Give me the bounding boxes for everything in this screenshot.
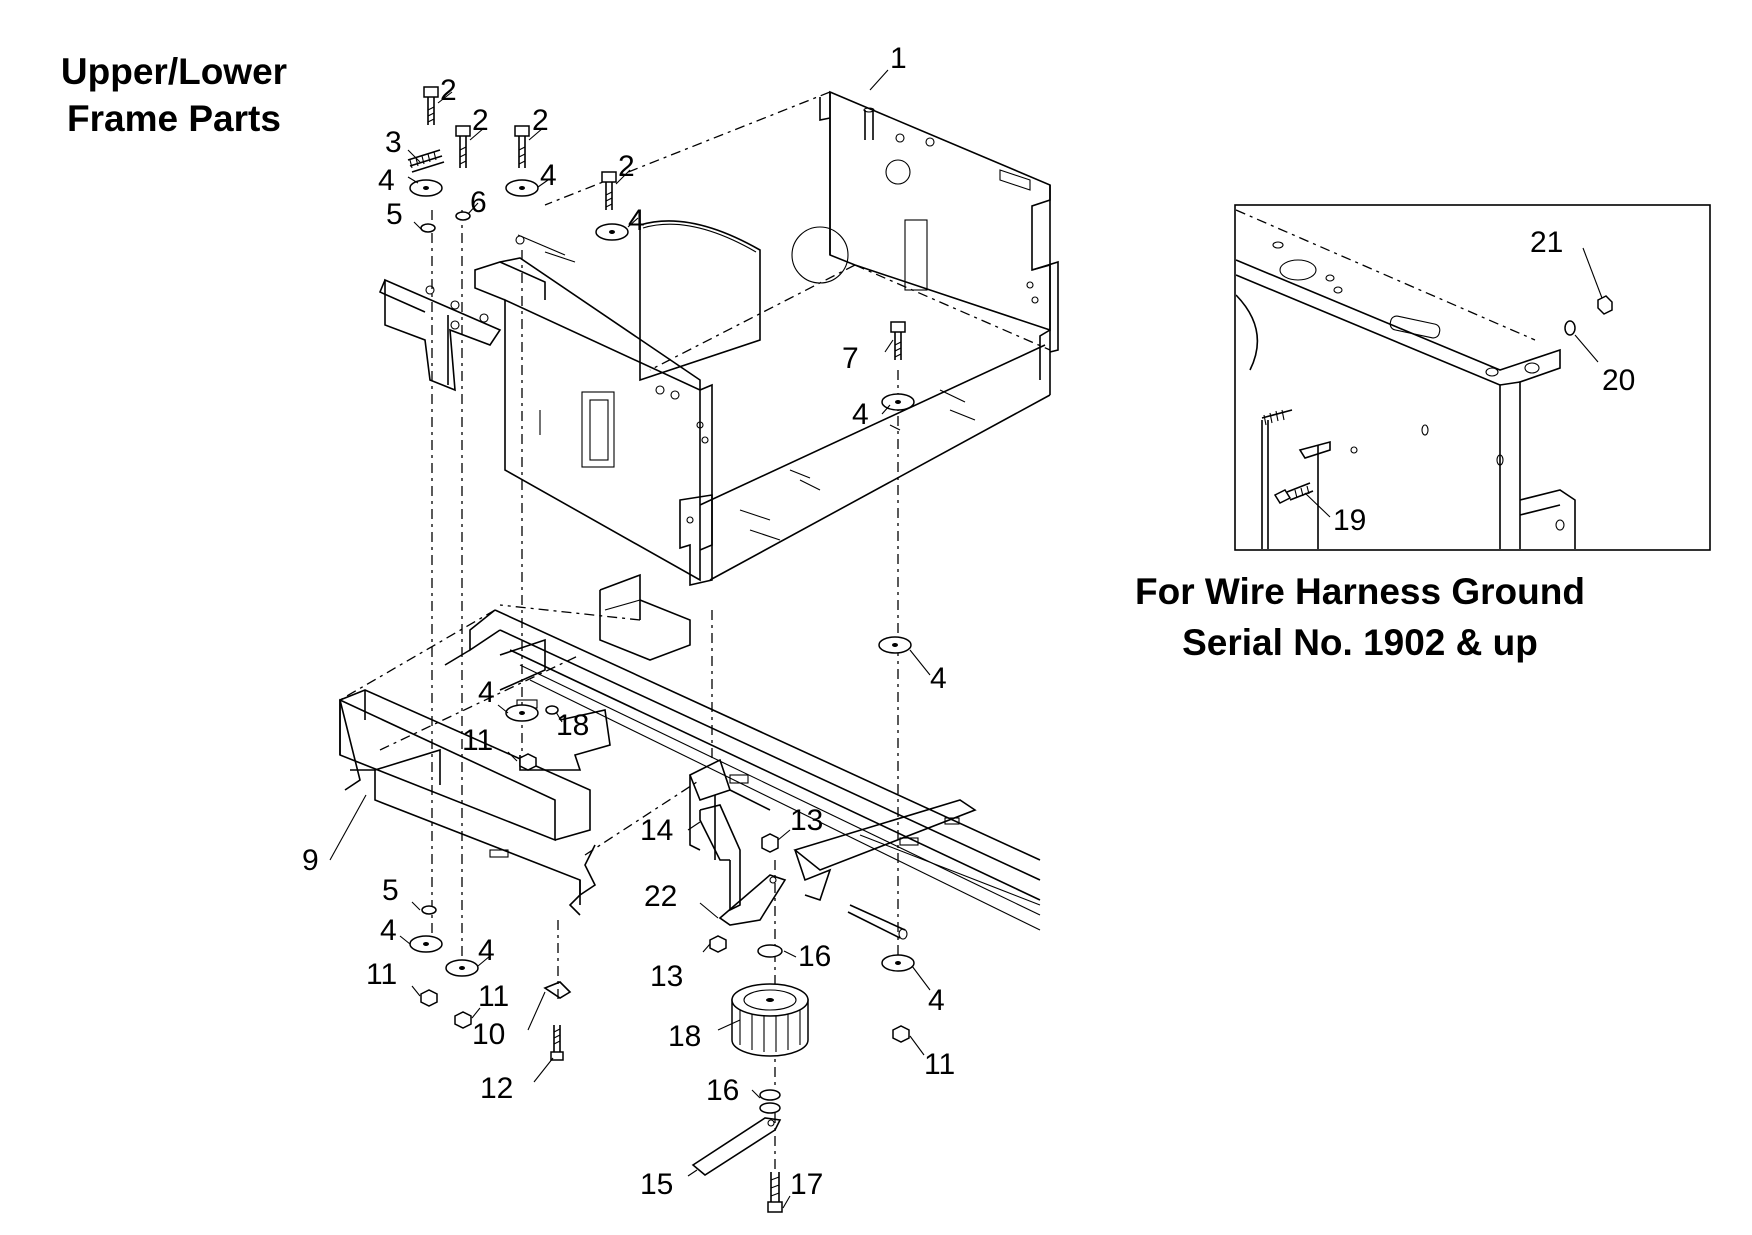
callout-label: 4 — [380, 914, 397, 947]
callout-label: 4 — [628, 204, 645, 237]
callout-label: 22 — [644, 880, 677, 913]
callout-label: 4 — [852, 398, 869, 431]
washer-4c — [595, 223, 629, 241]
inset-caption-line-1: For Wire Harness Ground — [1135, 571, 1585, 612]
bolt-2d — [601, 171, 617, 210]
callout-label: 21 — [1530, 226, 1563, 259]
callout-label: 1 — [890, 42, 907, 75]
callout-label: 20 — [1602, 364, 1635, 397]
callout-numbers: 1 2 2 2 2 3 4 5 6 4 4 7 4 4 4 18 11 9 14… — [302, 42, 955, 1201]
callout-label: 11 — [924, 1048, 955, 1081]
washer-4h — [445, 959, 479, 977]
callout-label: 18 — [556, 709, 589, 742]
lower-frame — [339, 573, 1041, 940]
bolt-17 — [767, 1172, 783, 1213]
callout-label: 13 — [790, 804, 823, 837]
callout-label: 4 — [928, 984, 945, 1017]
bolt-7 — [890, 321, 906, 360]
callout-label: 14 — [640, 814, 673, 847]
callout-label: 2 — [472, 104, 489, 137]
callout-label: 11 — [462, 724, 493, 757]
inset-caption-line-2: Serial No. 1902 & up — [1182, 622, 1538, 663]
washer-4a — [409, 179, 443, 197]
callout-label: 17 — [790, 1168, 823, 1201]
callout-label: 19 — [1333, 504, 1366, 537]
hardware — [407, 86, 915, 1213]
callout-label: 4 — [378, 164, 395, 197]
washer-4b — [505, 179, 539, 197]
bolt-2a — [423, 86, 439, 125]
washer-4e — [878, 636, 912, 654]
callout-label: 5 — [386, 198, 403, 231]
callout-label: 5 — [382, 874, 399, 907]
inset-detail: 21 20 19 — [1234, 204, 1711, 551]
callout-label: 16 — [798, 940, 831, 973]
inset-caption: For Wire Harness Ground Serial No. 1902 … — [1050, 566, 1670, 668]
washer-4d — [881, 393, 915, 411]
washer-4f — [505, 704, 539, 722]
callout-label: 7 — [842, 342, 859, 375]
washer-4g — [409, 935, 443, 953]
callout-label: 4 — [540, 159, 557, 192]
diagram-title: Upper/Lower Frame Parts — [24, 48, 324, 142]
callout-label: 4 — [478, 934, 495, 967]
callout-label: 16 — [706, 1074, 739, 1107]
upper-frame — [378, 90, 1059, 587]
bolt-2c — [514, 125, 530, 168]
callout-label: 18 — [668, 1020, 701, 1053]
callout-label: 2 — [618, 150, 635, 183]
callout-label: 9 — [302, 844, 319, 877]
callout-label: 3 — [385, 126, 402, 159]
callout-label: 15 — [640, 1168, 673, 1201]
pulley-18 — [731, 983, 809, 1057]
leader-lines — [329, 69, 931, 1209]
callout-label: 2 — [440, 74, 457, 107]
callout-label: 6 — [470, 186, 487, 219]
callout-label: 12 — [480, 1072, 513, 1105]
callout-label: 4 — [478, 676, 495, 709]
callout-label: 13 — [650, 960, 683, 993]
washer-4i — [881, 954, 915, 972]
callout-label: 4 — [930, 662, 947, 695]
bolt-2b — [455, 125, 471, 168]
bolt-12 — [550, 1025, 564, 1061]
callout-label: 2 — [532, 104, 549, 137]
title-line-1: Upper/Lower — [60, 51, 288, 92]
callout-label: 11 — [366, 958, 397, 991]
title-line-2: Frame Parts — [67, 98, 281, 139]
callout-label: 10 — [472, 1018, 505, 1051]
callout-label: 11 — [478, 980, 509, 1013]
